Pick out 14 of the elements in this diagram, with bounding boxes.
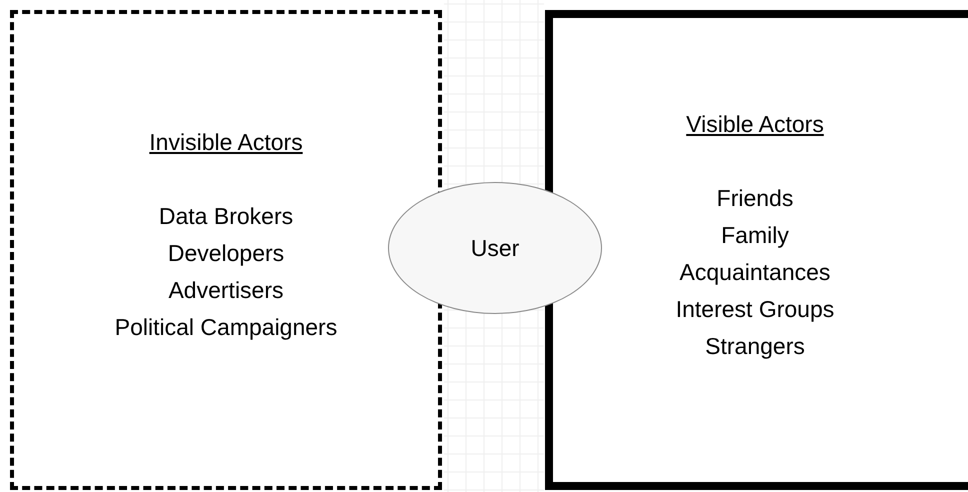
list-item: Developers (168, 239, 284, 268)
list-item: Strangers (705, 332, 805, 361)
group-heading: Invisible Actors (149, 128, 303, 157)
list-item: Data Brokers (158, 202, 294, 231)
group-heading: Visible Actors (686, 110, 824, 138)
list-item: Interest Groups (676, 294, 834, 324)
list-item: Friends (716, 184, 794, 212)
group-box (545, 10, 968, 490)
list-item: Family (721, 220, 789, 250)
node-label: User (470, 234, 520, 262)
dashed-group-box (10, 10, 442, 490)
list-item: Acquaintances (680, 258, 830, 287)
list-item: Political Campaigners (114, 313, 338, 342)
list-item: Advertisers (168, 276, 284, 305)
